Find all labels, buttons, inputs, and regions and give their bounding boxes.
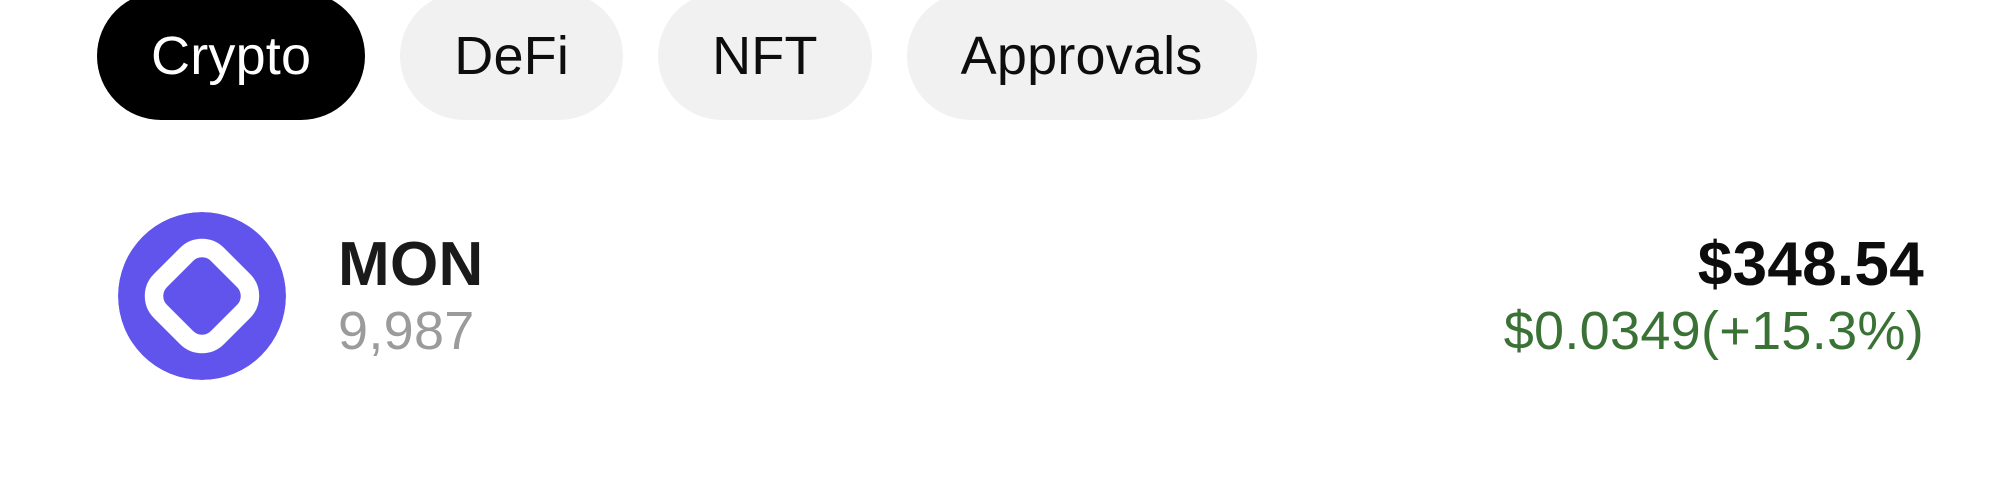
token-meta: MON 9,987 [338,232,484,360]
asset-category-tabs: Crypto DeFi NFT Approvals [97,0,1257,120]
token-identity: MON 9,987 [118,212,484,380]
tab-crypto[interactable]: Crypto [97,0,366,120]
token-fiat-value: $348.54 [1697,230,1924,300]
tab-approvals[interactable]: Approvals [906,0,1257,120]
token-balance: 9,987 [338,301,475,362]
tab-nft-label: NFT [712,26,818,86]
tab-defi-label: DeFi [454,26,570,86]
tab-nft[interactable]: NFT [658,0,872,120]
tab-crypto-label: Crypto [151,26,312,86]
token-symbol: MON [338,230,484,300]
token-valuation: $348.54 $0.0349(+15.3%) [1504,232,1924,360]
token-price-change: $0.0349(+15.3%) [1503,301,1924,362]
token-list-item-mon[interactable]: MON 9,987 $348.54 $0.0349(+15.3%) [0,196,2000,396]
mon-token-icon [118,212,286,380]
tab-defi[interactable]: DeFi [400,0,624,120]
tab-approvals-label: Approvals [960,26,1203,86]
